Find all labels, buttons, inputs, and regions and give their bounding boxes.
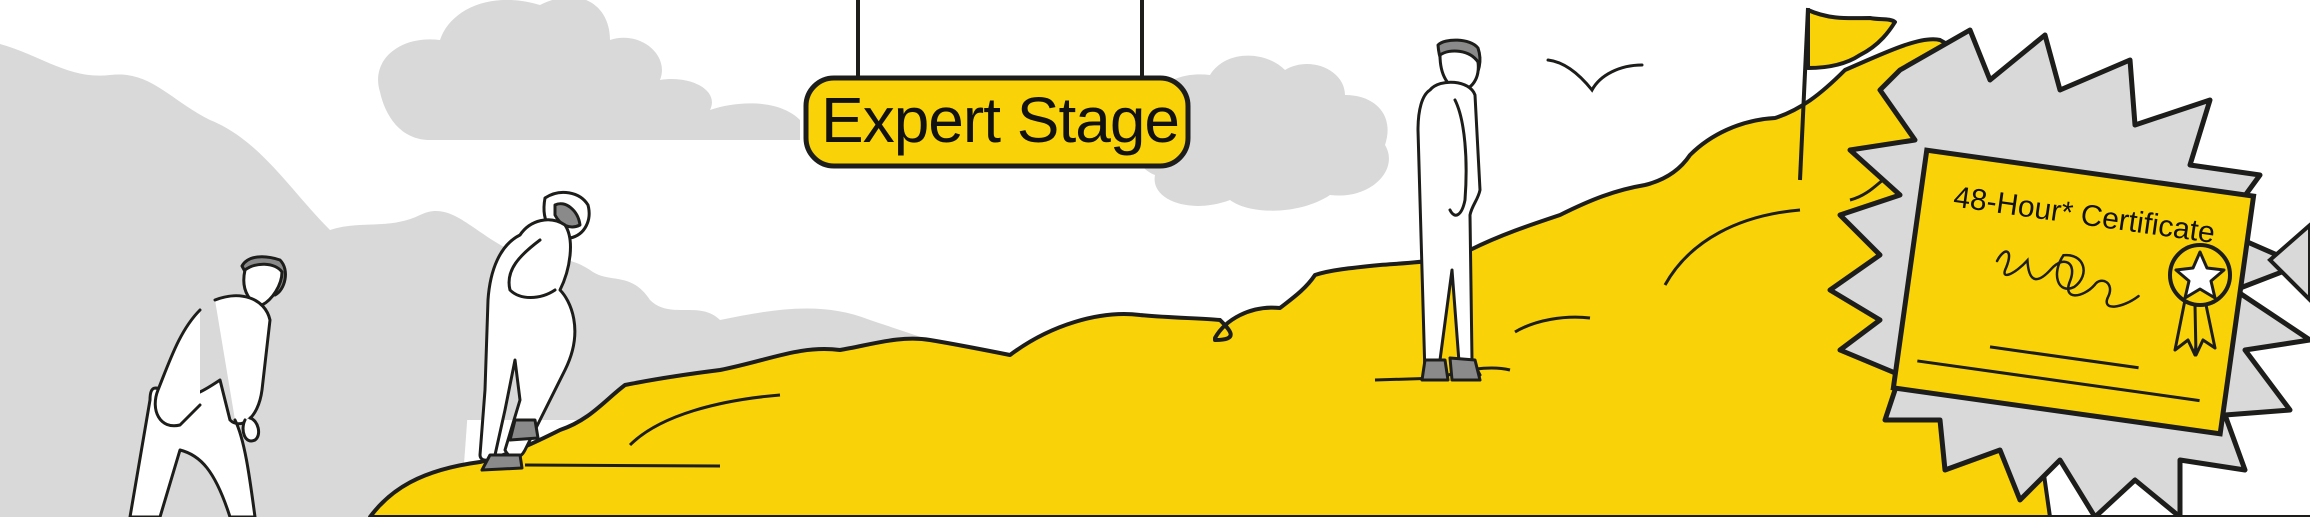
figure-climber [478, 190, 591, 472]
signature-icon [1995, 250, 2140, 308]
flag-icon [1798, 7, 1897, 181]
certificate-card: 48-Hour* Certificate [1890, 147, 2257, 437]
certificate-badge: 48-Hour* Certificate [1827, 27, 2310, 517]
cloud-right [1137, 55, 1389, 211]
star-badge-icon [2168, 243, 2232, 357]
bird-icon [1546, 58, 1644, 93]
sign-label: Expert Stage [821, 84, 1179, 156]
expert-stage-sign: Expert Stage [803, 0, 1191, 169]
figure-beginner [128, 255, 287, 517]
figure-expert [1416, 38, 1482, 382]
cloud-left [378, 0, 800, 140]
